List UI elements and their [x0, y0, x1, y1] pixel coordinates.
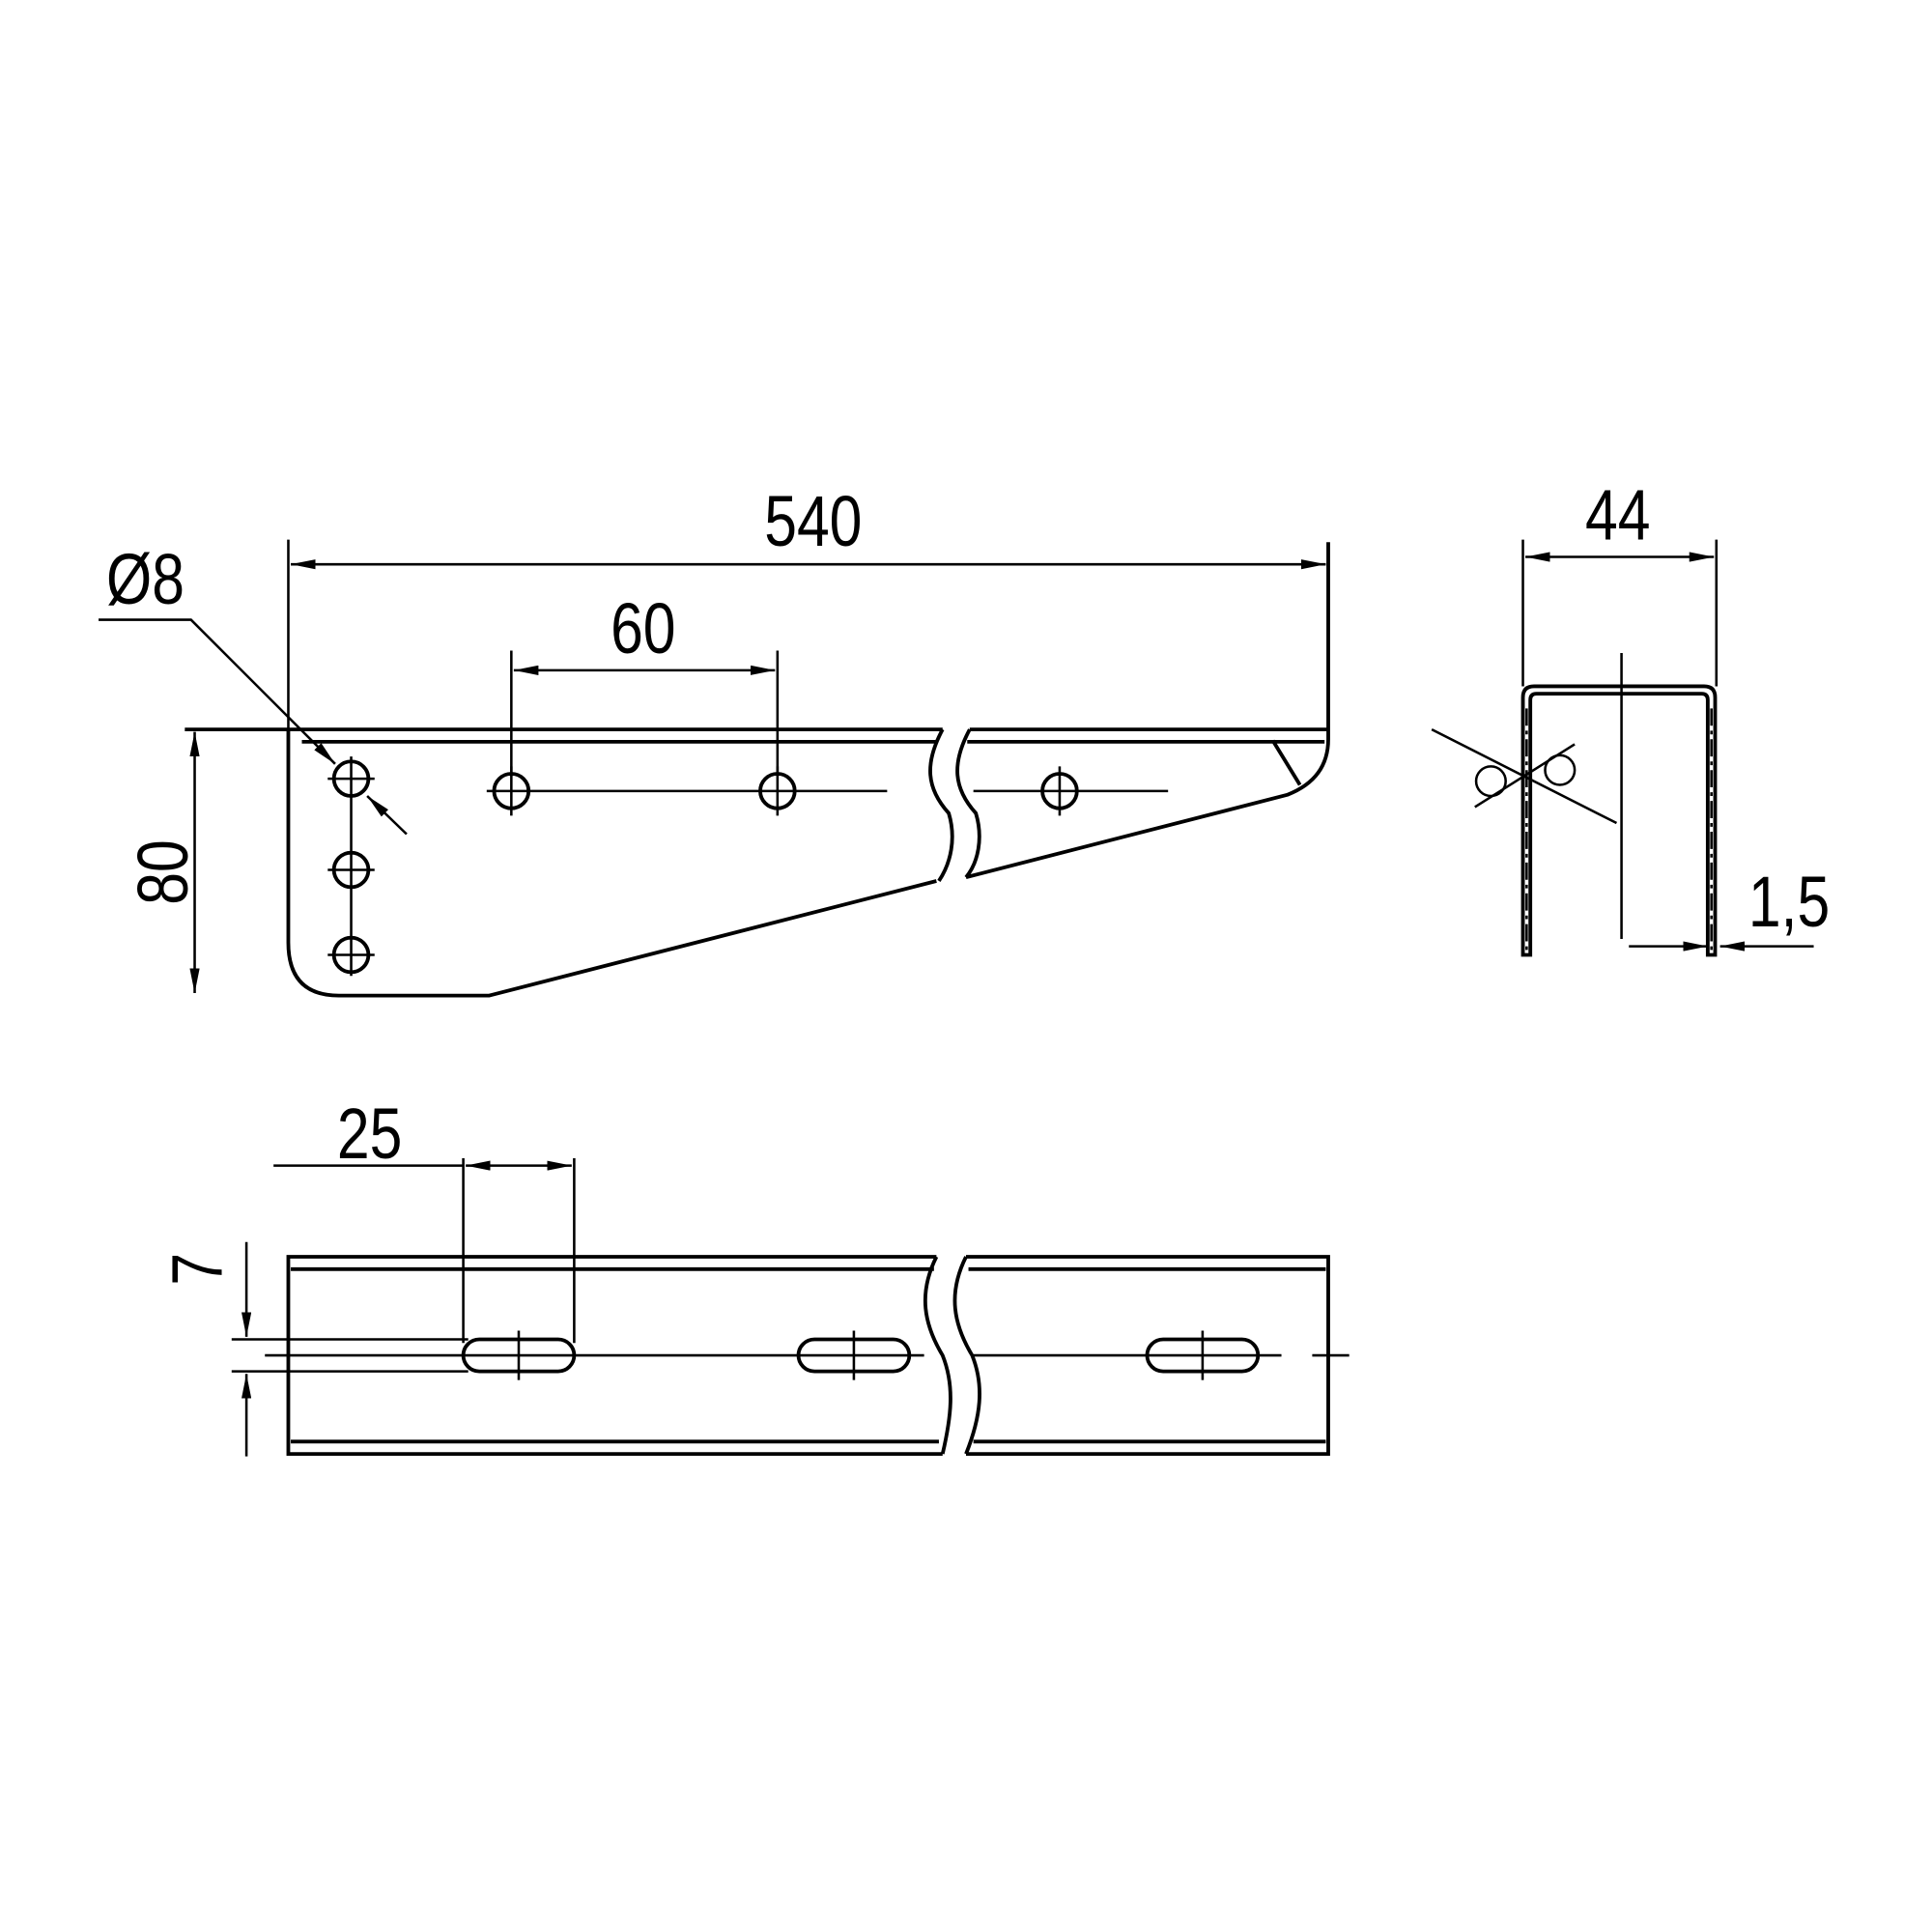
dim-label-length: 540	[764, 482, 862, 561]
ext-line	[273, 1157, 576, 1344]
top-break-left	[923, 1256, 952, 1455]
ext-line	[231, 1338, 469, 1373]
side-outline-right	[965, 542, 1330, 880]
side-break-left	[928, 728, 954, 883]
hole-centerlines	[327, 756, 1169, 977]
channel-profile	[1520, 684, 1718, 957]
leader-diameter	[99, 618, 336, 765]
dim-label-slot-length: 25	[337, 1094, 402, 1174]
dim-label-thickness: 1,5	[1748, 864, 1830, 943]
dim-label-hole-diameter: Ø8	[106, 540, 185, 619]
end-view: 44 1,5	[1431, 476, 1830, 957]
ext-line	[510, 650, 780, 777]
dim-label-width: 44	[1585, 476, 1650, 555]
holes	[327, 756, 1169, 977]
top-view: 25 7	[158, 1094, 1350, 1457]
side-view: 540 60 Ø8 80	[99, 482, 1330, 998]
top-break-right	[952, 1256, 981, 1455]
side-break-right	[955, 728, 981, 879]
leader-diameter-2	[366, 795, 408, 836]
slot-centerlines	[265, 1330, 1350, 1380]
dim-label-height: 80	[124, 839, 203, 904]
centerline	[1525, 708, 1713, 955]
dim-label-slot-width: 7	[158, 1253, 238, 1286]
ext-line	[1521, 539, 1719, 687]
dim-label-hole-spacing: 60	[611, 589, 675, 668]
side-outline-left	[185, 727, 943, 998]
weld-symbol	[1431, 727, 1618, 825]
